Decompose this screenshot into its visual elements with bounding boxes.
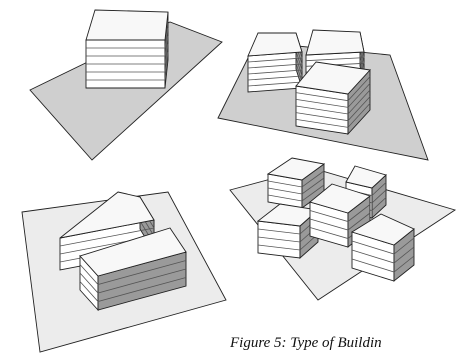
block-building bbox=[350, 213, 415, 282]
floor-line bbox=[79, 277, 187, 302]
floor-line bbox=[267, 184, 325, 202]
floor-line bbox=[295, 103, 371, 128]
floor-line bbox=[295, 89, 371, 115]
floor-line bbox=[86, 19, 169, 49]
building-roof bbox=[85, 9, 169, 41]
building-roof bbox=[247, 32, 303, 57]
building-roof bbox=[256, 203, 320, 227]
panel-single-tower bbox=[29, 9, 223, 161]
floor-line bbox=[79, 268, 187, 294]
building-roof bbox=[266, 157, 326, 181]
floor-line bbox=[86, 51, 169, 81]
floor-line bbox=[309, 212, 371, 231]
building-roof bbox=[79, 227, 187, 277]
floor-line bbox=[295, 96, 371, 122]
building-roof bbox=[309, 183, 371, 214]
panel-three-blocks bbox=[217, 29, 429, 161]
floor-line bbox=[247, 56, 303, 81]
block-building bbox=[266, 157, 326, 209]
floor-line bbox=[351, 255, 415, 273]
floor-line bbox=[257, 233, 319, 251]
building-roof bbox=[350, 213, 415, 246]
building-roof bbox=[305, 29, 365, 56]
block-building bbox=[295, 61, 371, 136]
floor-line bbox=[79, 260, 187, 285]
slab-building bbox=[79, 227, 187, 312]
floor-line bbox=[295, 83, 371, 108]
tower-building bbox=[85, 9, 169, 89]
panel-six-blocks bbox=[229, 157, 457, 301]
building-roof bbox=[59, 191, 155, 239]
floor-line bbox=[247, 50, 303, 75]
building-roof bbox=[345, 165, 387, 189]
building-roof bbox=[295, 61, 371, 95]
block-building bbox=[247, 32, 303, 93]
floor-line bbox=[267, 170, 325, 188]
floor-line bbox=[86, 35, 169, 65]
panel-two-slabs bbox=[21, 191, 227, 353]
floor-line bbox=[86, 43, 169, 73]
floor-line bbox=[309, 204, 371, 222]
floor-line bbox=[267, 177, 325, 195]
floor-line bbox=[86, 27, 169, 57]
floor-line bbox=[351, 237, 415, 255]
figure-caption: Figure 5: Type of Buildin bbox=[230, 335, 382, 351]
floor-line bbox=[351, 246, 415, 264]
floor-line bbox=[295, 76, 371, 102]
